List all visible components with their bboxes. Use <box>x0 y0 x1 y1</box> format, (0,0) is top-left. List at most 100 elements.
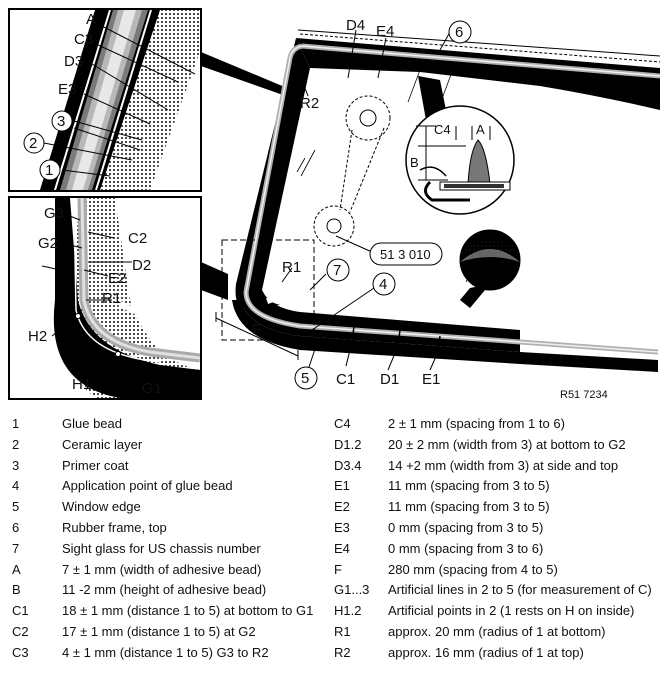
callout-G1: G1 <box>142 380 162 397</box>
legend-row: E1 11 mm (spacing from 3 to 5) <box>334 476 664 497</box>
legend-key: D1.2 <box>334 436 362 452</box>
legend-text: 11 mm (spacing from 3 to 5) <box>388 478 550 494</box>
legend-text: Rubber frame, top <box>62 519 167 535</box>
detail-inset-top: A C3 D3 E3 3 2 1 <box>8 8 202 192</box>
callout-C2: C2 <box>128 230 147 247</box>
legend-key: 4 <box>12 478 20 494</box>
legend-text: approx. 16 mm (radius of 1 at top) <box>388 644 584 660</box>
legend-text: 2 ± 1 mm (spacing from 1 to 6) <box>388 416 565 431</box>
legend-key: 1 <box>12 416 20 431</box>
legend-row: C2 17 ± 1 mm (distance 1 to 5) at G2 <box>12 622 330 643</box>
legend-key: R2 <box>334 644 351 660</box>
legend-row: R2 approx. 16 mm (radius of 1 at top) <box>334 643 664 664</box>
legend-row: 6 Rubber frame, top <box>12 518 330 539</box>
legend-text: 20 ± 2 mm (width from 3) at bottom to G2 <box>388 436 626 452</box>
callout-1: 1 <box>45 162 53 179</box>
legend-key: C2 <box>12 623 29 639</box>
callout-A: A <box>86 11 96 28</box>
legend-text: Application point of glue bead <box>62 478 233 494</box>
legend-text: Ceramic layer <box>62 436 143 452</box>
legend-text: 0 mm (spacing from 3 to 6) <box>388 540 544 556</box>
callout-3: 3 <box>57 113 65 130</box>
legend-key: 2 <box>12 436 20 452</box>
legend-right-column: C4 2 ± 1 mm (spacing from 1 to 6) D1.2 20 ±… <box>334 414 664 664</box>
legend-key: E3 <box>334 519 350 535</box>
legend-text: approx. 20 mm (radius of 1 at bottom) <box>388 623 606 639</box>
legend-text: 11 -2 mm (height of adhesive bead) <box>62 582 267 598</box>
windshield-main: D4 E4 6 R2 R1 7 4 F 5 C1 D1 E1 51 3 010 <box>215 17 661 390</box>
callout-F: F <box>252 321 261 338</box>
legend-text: 0 mm (spacing from 3 to 5) <box>388 519 544 535</box>
callout-H1: H1 <box>72 376 91 393</box>
legend-row: H1.2 Artificial points in 2 (1 rests on H… <box>334 601 664 622</box>
callout-C3: C3 <box>74 31 93 48</box>
detail-inset-bottom: G3 C2 G2 D2 E2 R1 H2 H1 G1 <box>8 196 202 400</box>
callout-G3: G3 <box>44 205 64 222</box>
callout-E2: E2 <box>108 270 126 287</box>
legend-row: 5 Window edge <box>12 497 330 518</box>
legend-text: 11 mm (spacing from 3 to 5) <box>388 499 550 515</box>
legend-key: F <box>334 561 342 577</box>
windshield-diagram: A C3 D3 E3 3 2 1 <box>8 8 661 401</box>
legend-key: 6 <box>12 519 20 535</box>
legend-row: E2 11 mm (spacing from 3 to 5) <box>334 497 664 518</box>
callout-R1-inset: R1 <box>102 290 121 307</box>
legend-text: Artificial lines in 2 to 5 (for measurem… <box>388 582 652 598</box>
legend-text: Glue bead <box>62 416 122 431</box>
legend-key: 7 <box>12 540 20 556</box>
callout-5: 5 <box>301 370 309 387</box>
legend-row: E4 0 mm (spacing from 3 to 6) <box>334 539 664 560</box>
legend-text: 14 +2 mm (width from 3) at side and top <box>388 457 619 473</box>
callout-D1: D1 <box>380 371 399 388</box>
legend-text: Sight glass for US chassis number <box>62 540 261 556</box>
cross-section-detail: C4 A B <box>405 76 515 215</box>
reference-number: R51 7234 <box>560 389 608 401</box>
legend-text: 18 ± 1 mm (distance 1 to 5) at bottom to… <box>62 603 314 619</box>
callout-4: 4 <box>379 276 387 293</box>
legend-key: G1...3 <box>334 582 370 598</box>
legend-row: C3 4 ± 1 mm (distance 1 to 5) G3 to R2 <box>12 643 330 664</box>
legend-row: 7 Sight glass for US chassis number <box>12 539 330 560</box>
legend-key: 5 <box>12 499 20 515</box>
legend-key: A <box>12 561 21 577</box>
legend-row: 4 Application point of glue bead <box>12 476 330 497</box>
legend-key: 3 <box>12 457 20 473</box>
legend-text: 4 ± 1 mm (distance 1 to 5) G3 to R2 <box>62 644 269 660</box>
legend-key: C4 <box>334 416 351 431</box>
legend-text: Window edge <box>62 499 141 515</box>
legend-key: E2 <box>334 499 350 515</box>
legend-key: C3 <box>12 644 29 660</box>
callout-H2: H2 <box>28 328 47 345</box>
legend-row: A 7 ± 1 mm (width of adhesive bead) <box>12 560 330 581</box>
legend-key: E1 <box>334 478 350 494</box>
callout-C4: C4 <box>434 122 451 137</box>
callout-B: B <box>410 155 419 170</box>
callout-G2: G2 <box>38 235 58 252</box>
legend-text: 280 mm (spacing from 4 to 5) <box>388 561 558 577</box>
zoom-wedge-bottom <box>201 262 228 300</box>
legend-row: C1 18 ± 1 mm (distance 1 to 5) at bottom … <box>12 601 330 622</box>
legend-row: 2 Ceramic layer <box>12 435 330 456</box>
legend-row: E3 0 mm (spacing from 3 to 5) <box>334 518 664 539</box>
callout-D2: D2 <box>132 257 151 274</box>
legend-text: Artificial points in 2 (1 rests on H on … <box>388 603 635 619</box>
legend-row: G1...3 Artificial lines in 2 to 5 (for me… <box>334 580 664 601</box>
legend-row: C4 2 ± 1 mm (spacing from 1 to 6) <box>334 414 664 435</box>
legend-key: E4 <box>334 540 350 556</box>
legend-text: 7 ± 1 mm (width of adhesive bead) <box>62 561 262 577</box>
callout-D4: D4 <box>346 17 365 34</box>
legend-row: 1 Glue bead <box>12 414 330 435</box>
dot-pattern-detail <box>459 229 521 308</box>
zoom-wedge-top <box>201 52 287 95</box>
legend-key: B <box>12 582 21 598</box>
part-number-label: 51 3 010 <box>380 247 431 262</box>
legend-key: C1 <box>12 603 29 619</box>
legend-row: D1.2 20 ± 2 mm (width from 3) at bottom t… <box>334 435 664 456</box>
legend-key: H1.2 <box>334 603 362 619</box>
legend-row: F 280 mm (spacing from 4 to 5) <box>334 560 664 581</box>
callout-E4: E4 <box>376 23 394 40</box>
legend-text: 17 ± 1 mm (distance 1 to 5) at G2 <box>62 623 256 639</box>
